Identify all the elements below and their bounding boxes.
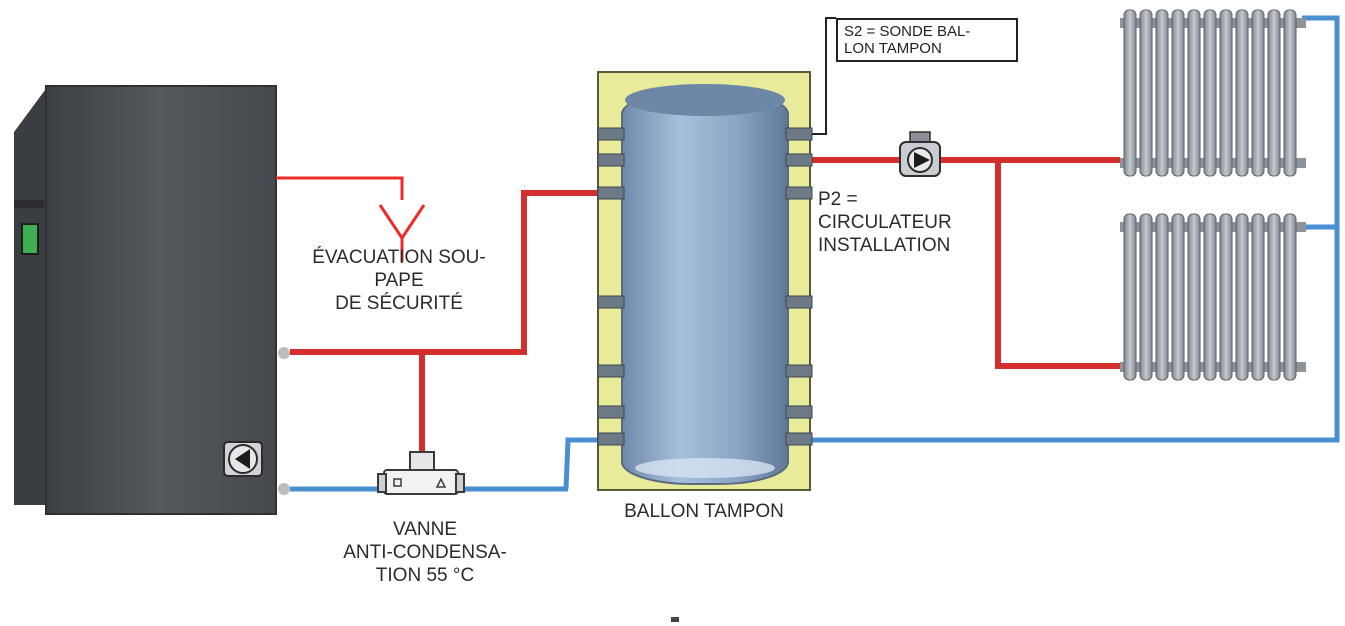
radiator-top	[1120, 9, 1306, 177]
circulator-label-line-1: P2 =	[818, 189, 858, 210]
circulator-label-line-2: CIRCULATEUR	[818, 212, 952, 233]
hot-pipes	[290, 157, 1120, 455]
probe-label-box: S2 = SONDE BAL- LON TAMPON	[836, 18, 1018, 62]
probe-leader-line	[812, 17, 836, 135]
valve-label: VANNE ANTI-CONDENSA- TION 55 °C	[310, 518, 540, 587]
valve-label-line-2: ANTI-CONDENSA-	[343, 542, 507, 563]
play-left-icon	[223, 441, 263, 477]
radiator-bottom	[1120, 213, 1306, 381]
probe-label-line-1: S2 = SONDE BAL-	[844, 23, 971, 40]
valve-label-line-3: TION 55 °C	[375, 565, 475, 586]
tank-label-text: BALLON TAMPON	[624, 501, 784, 522]
relief-label: ÉVACUATION SOU- PAPE DE SÉCURITÉ	[284, 246, 514, 315]
circulator-label-line-3: INSTALLATION	[818, 235, 951, 256]
bottom-mark	[671, 617, 679, 622]
buffer-tank	[597, 71, 813, 491]
circulator-pump-icon	[899, 131, 941, 177]
relief-label-line-3: DE SÉCURITÉ	[335, 293, 463, 314]
probe-label-line-2: LON TAMPON	[844, 40, 942, 57]
tank-label: BALLON TAMPON	[588, 500, 820, 523]
relief-label-line-2: PAPE	[374, 270, 424, 291]
boiler-indicator-light	[21, 223, 39, 255]
mixing-valve-icon	[377, 451, 465, 495]
relief-label-line-1: ÉVACUATION SOU-	[312, 247, 486, 268]
safety-relief-line	[276, 176, 426, 262]
valve-label-line-1: VANNE	[392, 519, 458, 540]
circulator-label: P2 = CIRCULATEUR INSTALLATION	[818, 188, 952, 257]
